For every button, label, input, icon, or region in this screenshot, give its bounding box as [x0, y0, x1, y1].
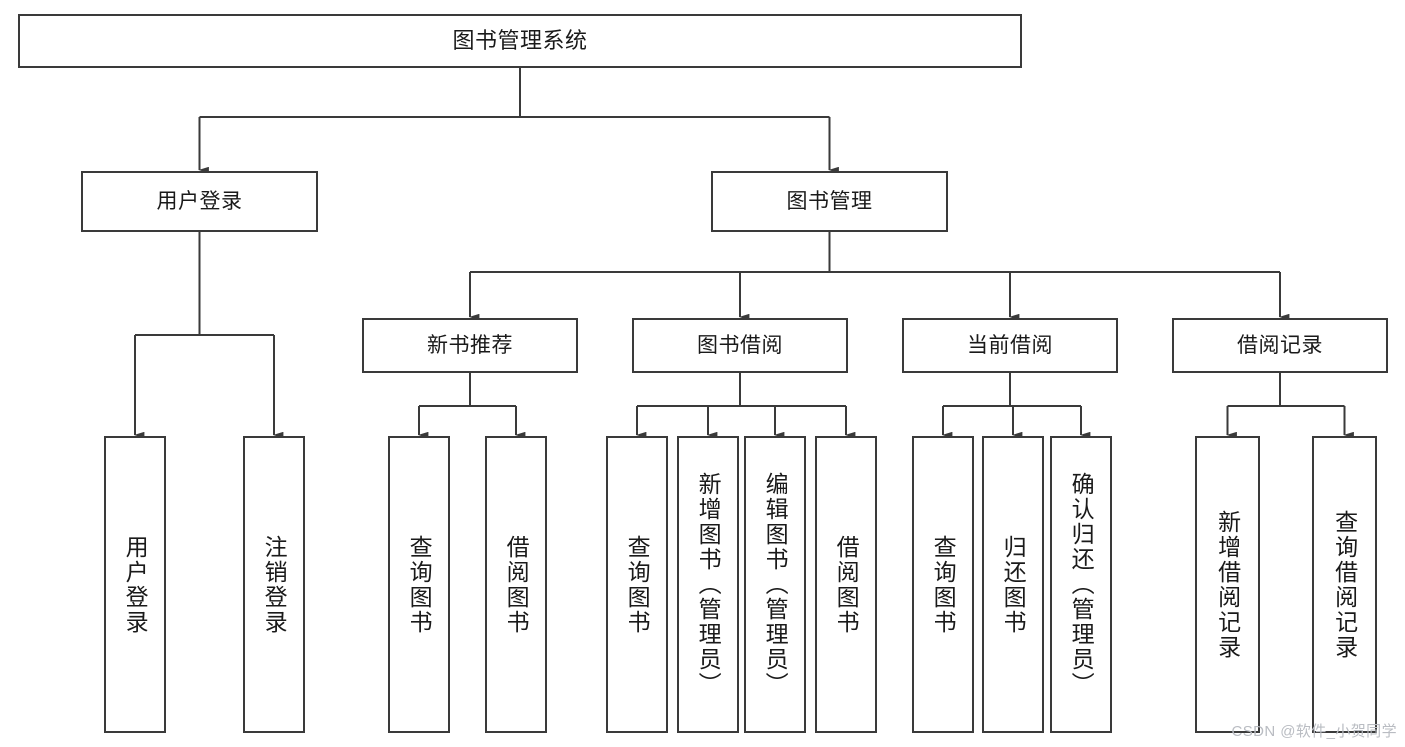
node-label: 用户登录 — [156, 189, 243, 213]
node-label: 编辑图书（管理员） — [762, 472, 789, 697]
node-leaf-br-query-record[interactable]: 查询借阅记录 — [1312, 436, 1377, 733]
node-label: 查询图书 — [624, 534, 651, 635]
node-label: 图书管理 — [786, 189, 873, 213]
node-label: 图书借阅 — [697, 333, 783, 357]
node-root[interactable]: 图书管理系统 — [18, 14, 1022, 68]
node-label: 归还图书 — [1000, 534, 1027, 635]
watermark: CSDN @软件_小贺同学 — [1231, 723, 1397, 740]
node-leaf-cb-query-book[interactable]: 查询图书 — [912, 436, 974, 733]
node-user-login[interactable]: 用户登录 — [81, 171, 318, 232]
node-label: 查询图书 — [406, 534, 433, 635]
node-label: 确认归还（管理员） — [1068, 472, 1095, 697]
node-leaf-bb-query-book[interactable]: 查询图书 — [606, 436, 668, 733]
node-leaf-cb-confirm-return[interactable]: 确认归还（管理员） — [1050, 436, 1112, 733]
node-leaf-bb-add-book[interactable]: 新增图书（管理员） — [677, 436, 739, 733]
edge-paths — [133, 68, 1354, 439]
node-leaf-cb-return-book[interactable]: 归还图书 — [982, 436, 1044, 733]
node-label: 新增图书（管理员） — [695, 472, 722, 697]
node-label: 借阅图书 — [503, 534, 530, 635]
node-label: 注销登录 — [261, 534, 288, 635]
node-current-borrow[interactable]: 当前借阅 — [902, 318, 1118, 373]
node-label: 借阅记录 — [1237, 333, 1323, 357]
node-leaf-rec-query-book[interactable]: 查询图书 — [388, 436, 450, 733]
node-label: 新书推荐 — [427, 333, 513, 357]
node-label: 查询图书 — [930, 534, 957, 635]
node-borrow-record[interactable]: 借阅记录 — [1172, 318, 1388, 373]
node-label: 当前借阅 — [967, 333, 1053, 357]
node-book-borrow[interactable]: 图书借阅 — [632, 318, 848, 373]
node-leaf-br-add-record[interactable]: 新增借阅记录 — [1195, 436, 1260, 733]
node-leaf-rec-borrow-book[interactable]: 借阅图书 — [485, 436, 547, 733]
node-leaf-user-login[interactable]: 用户登录 — [104, 436, 166, 733]
node-label: 查询借阅记录 — [1331, 509, 1358, 660]
node-label: 用户登录 — [122, 534, 149, 635]
node-leaf-bb-edit-book[interactable]: 编辑图书（管理员） — [744, 436, 806, 733]
node-new-book-recommend[interactable]: 新书推荐 — [362, 318, 578, 373]
node-label: 新增借阅记录 — [1214, 509, 1241, 660]
node-label: 借阅图书 — [833, 534, 860, 635]
node-leaf-user-logout[interactable]: 注销登录 — [243, 436, 305, 733]
node-label: 图书管理系统 — [452, 27, 588, 53]
node-leaf-bb-borrow-book[interactable]: 借阅图书 — [815, 436, 877, 733]
node-book-manage[interactable]: 图书管理 — [711, 171, 948, 232]
